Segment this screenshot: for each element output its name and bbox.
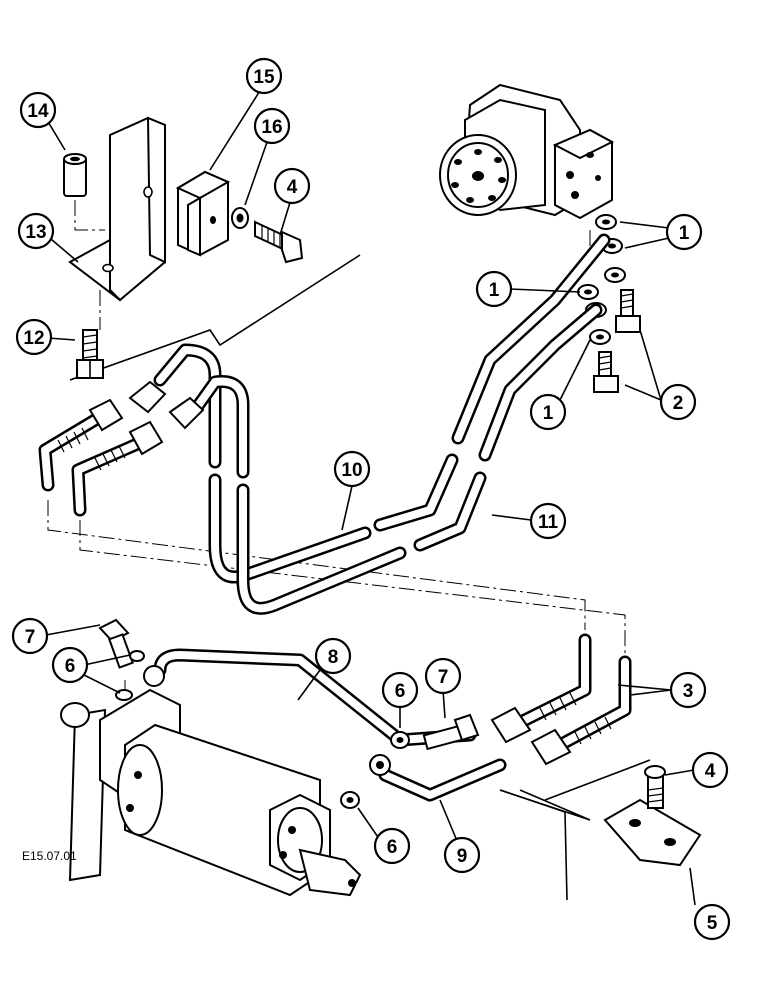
svg-text:9: 9 [457,846,468,867]
callout-8: 8 [314,637,352,675]
clamp-block-15 [175,170,231,257]
spacer-sleeve-14 [63,153,87,197]
callout-12: 12 [15,318,53,356]
callout-13: 13 [17,212,55,250]
svg-text:1: 1 [489,280,500,301]
callout-1c: 1 [529,393,567,431]
mounting-bracket-assembly [63,116,304,379]
callout-labels: 1 1 1 2 3 4 4 5 6 6 6 7 7 8 9 10 11 12 1… [11,57,731,941]
callout-11: 11 [529,502,567,540]
svg-text:3: 3 [683,681,694,702]
callout-9: 9 [443,836,481,874]
bolt-4-upper [254,220,304,264]
fittings-6-7 [98,618,480,809]
flexible-hoses-3 [490,633,632,766]
svg-text:1: 1 [543,403,554,424]
angle-bracket-13 [68,116,166,302]
callout-6c: 6 [373,827,411,865]
pipe-clamp-5 [603,765,702,867]
svg-text:5: 5 [707,913,718,934]
svg-text:14: 14 [27,101,49,122]
callout-1b: 1 [475,270,513,308]
svg-text:12: 12 [23,328,44,349]
svg-text:6: 6 [387,837,398,858]
section-divider-lines [69,254,651,901]
callout-6b: 6 [381,671,419,709]
svg-text:1: 1 [679,223,690,244]
svg-text:15: 15 [253,67,275,88]
svg-text:2: 2 [673,393,684,414]
svg-text:8: 8 [328,647,339,668]
washer-16 [231,207,249,229]
callout-3: 3 [669,671,707,709]
callout-14: 14 [19,91,57,129]
svg-text:6: 6 [65,656,76,677]
hydraulic-cylinder [60,688,362,897]
figure-code: E15.07.01 [22,849,77,863]
callout-10: 10 [333,450,371,488]
leader-lines [37,77,696,906]
svg-text:6: 6 [395,681,406,702]
svg-text:11: 11 [538,512,559,533]
callout-5: 5 [693,903,731,941]
svg-text:10: 10 [341,460,362,481]
callout-7a: 7 [11,617,49,655]
callout-6a: 6 [51,646,89,684]
callout-7b: 7 [424,657,462,695]
callout-1a: 1 [665,213,703,251]
callout-15: 15 [245,57,283,95]
callout-4a: 4 [273,167,311,205]
valve-block [439,83,615,220]
callout-2: 2 [659,383,697,421]
hydraulic-pipes [128,233,611,615]
svg-text:4: 4 [287,177,298,198]
pipes-8-and-9 [143,648,507,802]
svg-text:4: 4 [705,761,716,782]
svg-text:7: 7 [25,627,36,648]
callout-4b: 4 [691,751,729,789]
flexible-hoses-upper [38,398,164,517]
callout-16: 16 [253,107,291,145]
bolt-12 [76,329,104,379]
svg-text:13: 13 [25,222,46,243]
svg-text:7: 7 [438,667,449,688]
svg-text:16: 16 [261,117,282,138]
